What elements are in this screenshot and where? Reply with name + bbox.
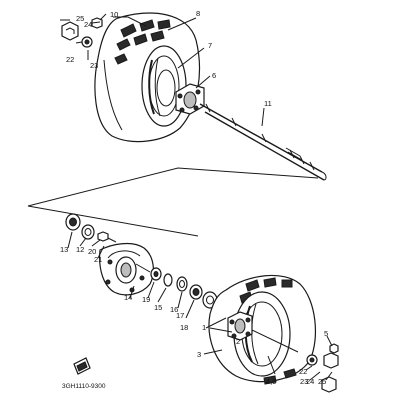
rear-axle xyxy=(199,103,327,181)
final-drive-gearcase xyxy=(99,242,154,296)
callout-20: 20 xyxy=(88,247,96,256)
seal-13 xyxy=(65,213,81,231)
callout-23-upper: 23 xyxy=(90,61,98,70)
callout-12: 12 xyxy=(76,245,84,254)
upper-hub xyxy=(175,83,205,115)
callout-23-lower: 23 xyxy=(300,377,308,386)
callout-10: 10 xyxy=(110,10,118,19)
callout-6: 6 xyxy=(212,71,216,80)
callout-4-9: 4,9 xyxy=(266,377,276,386)
callout-22-lower: 22 xyxy=(299,367,307,376)
callout-18: 18 xyxy=(180,323,188,332)
callout-22-upper: 22 xyxy=(66,55,74,64)
callout-19: 19 xyxy=(142,295,150,304)
upper-nut-washer xyxy=(61,17,103,48)
bearing-12 xyxy=(81,224,95,240)
lower-hub xyxy=(227,311,299,353)
callout-24-upper: 24 xyxy=(84,20,92,29)
callout-13: 13 xyxy=(60,245,68,254)
callout-7: 7 xyxy=(208,41,212,50)
callout-24-lower: 24 xyxy=(306,377,314,386)
callout-5: 5 xyxy=(324,329,328,338)
washer-stack xyxy=(150,267,218,309)
callout-8: 8 xyxy=(196,9,200,18)
lower-leaders xyxy=(67,231,333,381)
callout-14: 14 xyxy=(124,293,132,302)
callout-2: 2 xyxy=(236,337,240,346)
reference-bracket xyxy=(27,167,319,237)
reference-badge-icon xyxy=(73,357,91,375)
callout-1: 1 xyxy=(202,323,206,332)
callout-3: 3 xyxy=(197,350,201,359)
callout-25-lower: 25 xyxy=(318,377,326,386)
callout-15: 15 xyxy=(154,303,162,312)
callout-11: 11 xyxy=(264,99,272,108)
callout-17: 17 xyxy=(176,311,184,320)
upper-rim xyxy=(141,45,187,127)
bolt-20-21 xyxy=(97,231,117,243)
callout-21: 21 xyxy=(94,255,102,264)
callout-16: 16 xyxy=(170,305,178,314)
upper-leaders xyxy=(60,13,265,127)
callout-25-upper: 25 xyxy=(76,14,84,23)
drawing-code: 3GH1110-9300 xyxy=(62,383,106,390)
lower-nut-washer xyxy=(306,343,339,393)
